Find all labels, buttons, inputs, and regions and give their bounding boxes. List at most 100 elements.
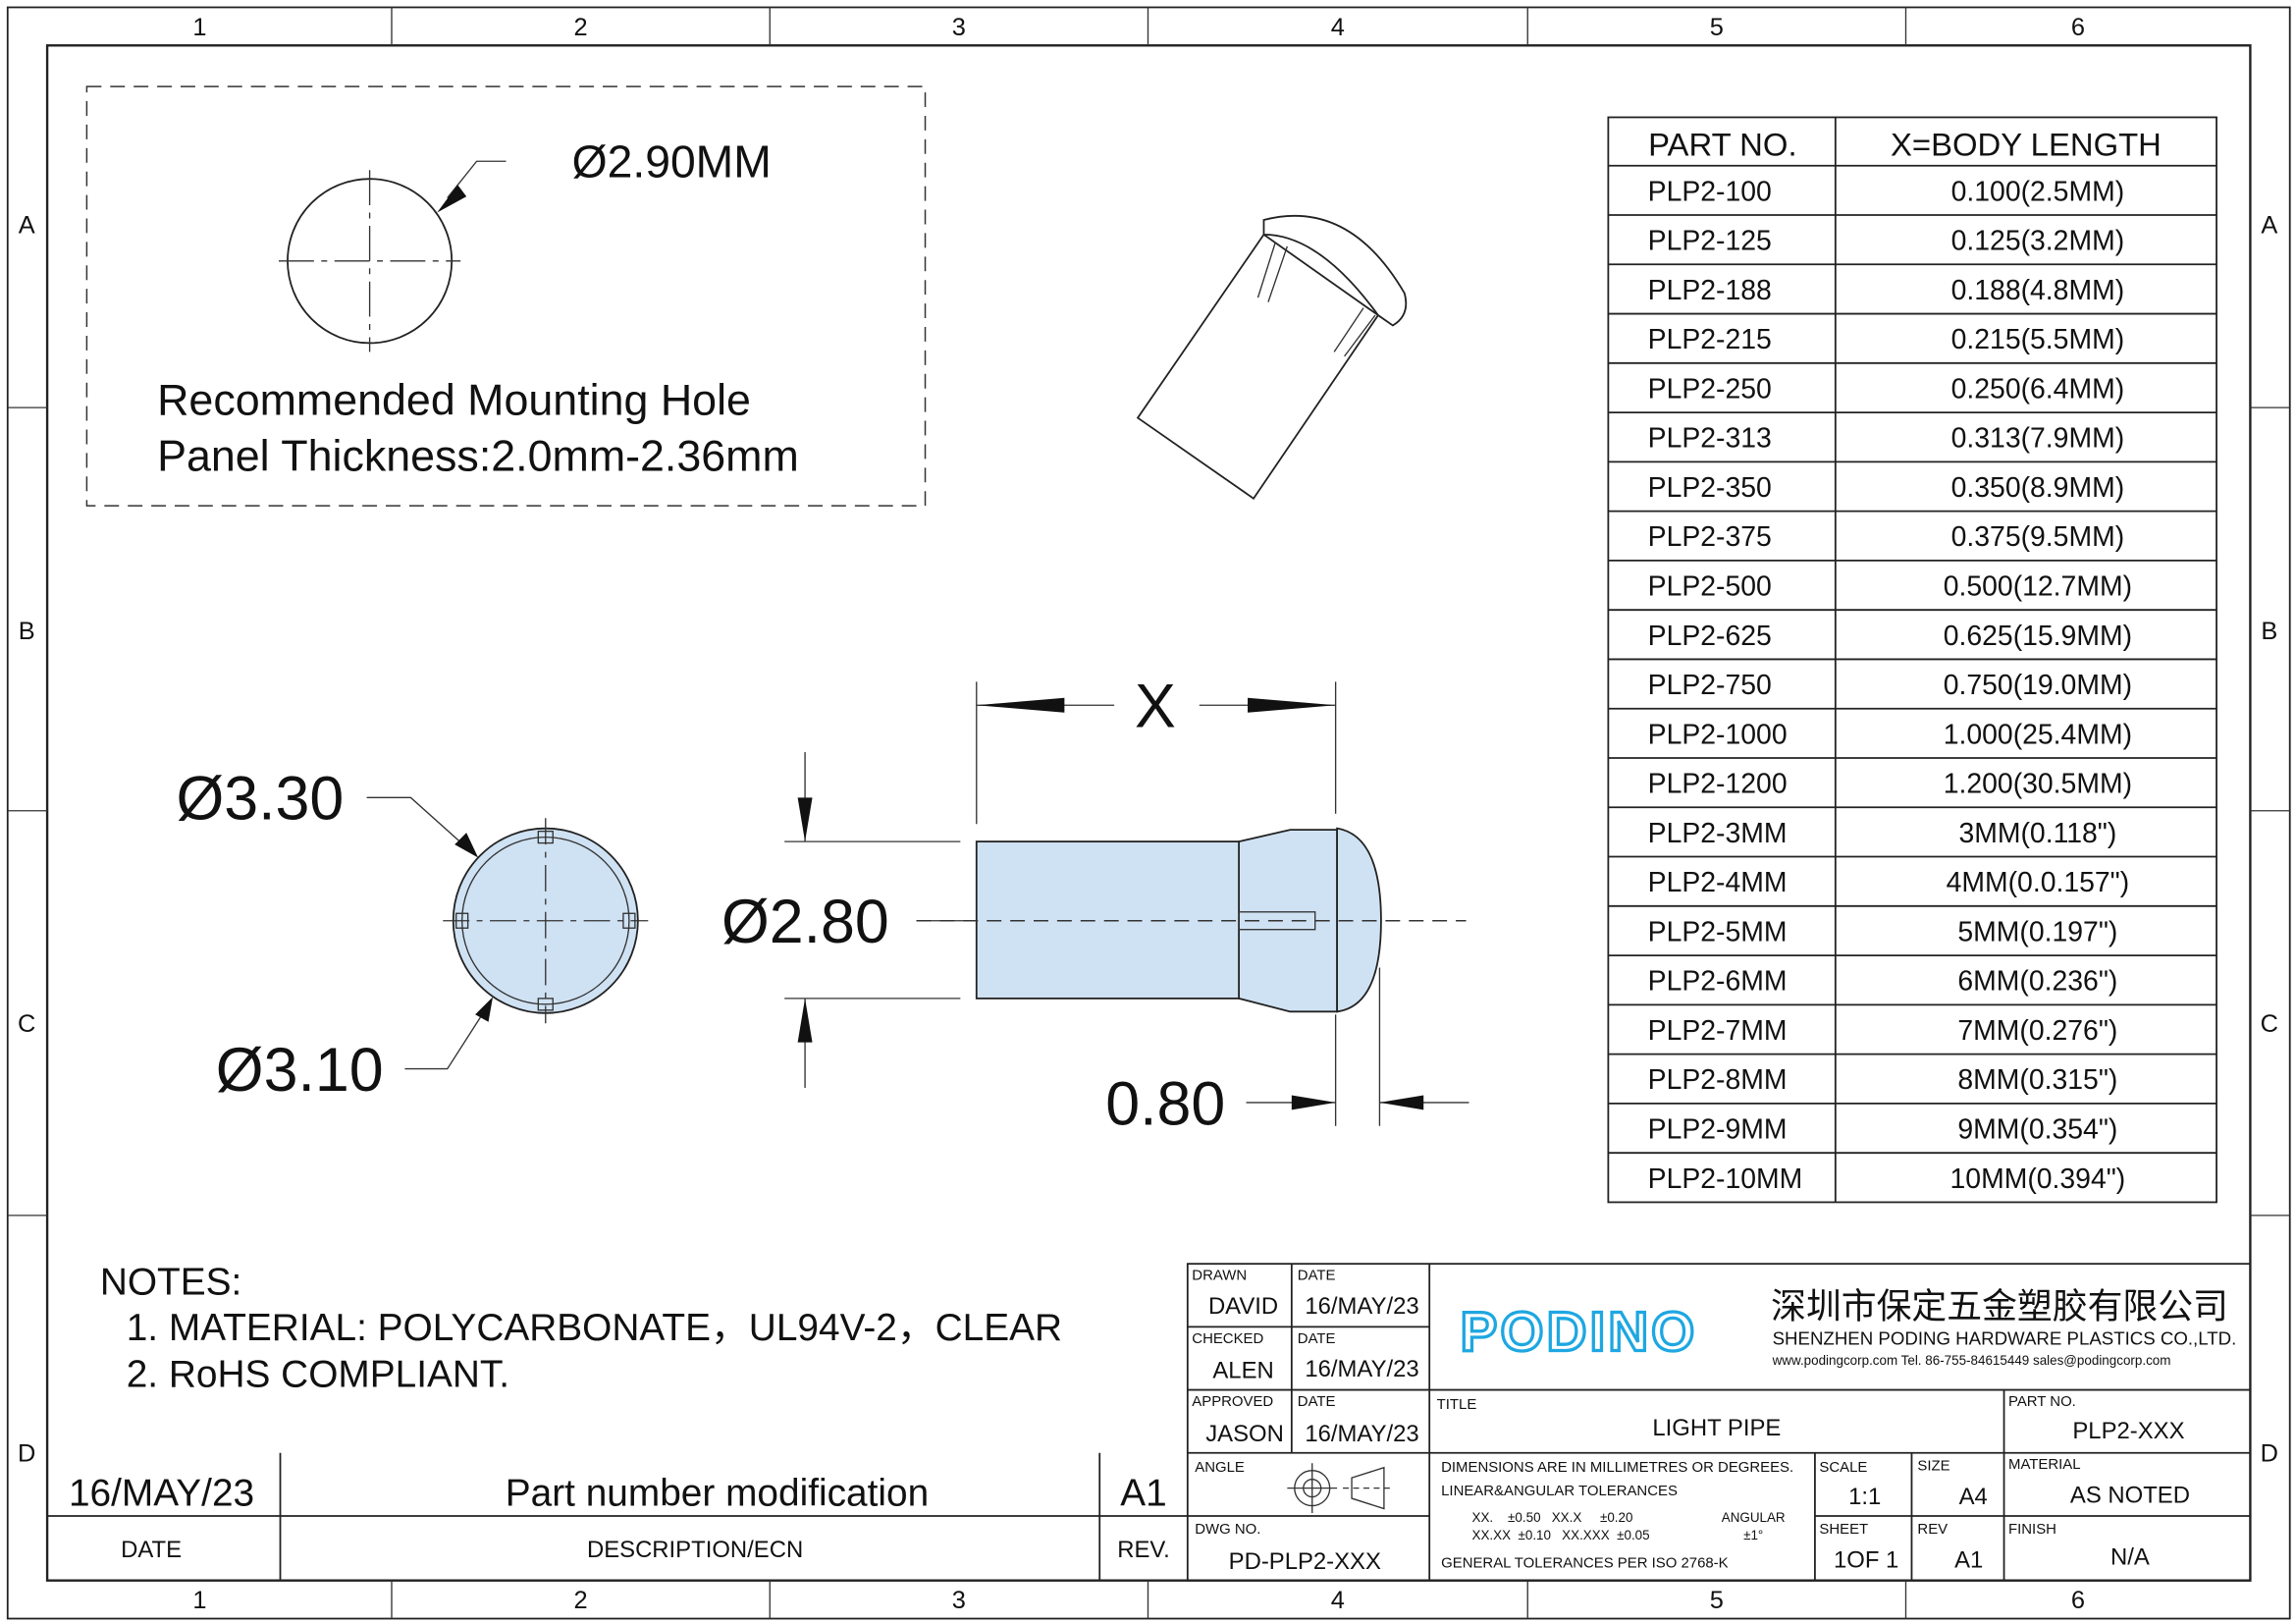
size: A4 [1959,1484,1988,1510]
revision-block: 16/MAY/23 Part number modification A1 DA… [47,1452,1188,1581]
zone-column-label: 2 [574,1587,588,1614]
isometric-view [1136,214,1408,500]
sheet: 1OF 1 [1834,1546,1898,1573]
mounting-hole-detail: Ø2.90MM Recommended Mounting Hole Panel … [85,85,927,507]
side-view: X Ø2.80 0.80 [721,673,1469,1138]
table-row: PLP2-125 0.125(3.2MM) [1608,214,2217,257]
zone-column-label: 6 [2071,1587,2085,1614]
body-length-cell: 0.750(19.0MM) [1944,670,2132,701]
zone-row-label: A [2261,211,2277,239]
body-length-cell: 0.125(3.2MM) [1951,226,2125,257]
zone-column-label: 6 [2071,14,2085,41]
angular-label: ANGULAR [1722,1510,1786,1525]
note-item: 2. RoHS COMPLIANT. [127,1354,509,1396]
body-length-cell: 7MM(0.276") [1957,1015,2117,1047]
revision-description: Part number modification [506,1473,929,1515]
dwg-no: PD-PLP2-XXX [1229,1548,1381,1575]
zone-column-label: 1 [192,14,206,41]
zone-row-label: C [2261,1010,2278,1038]
part-number-cell: PLP2-625 [1648,621,1772,652]
body-length-cell: 0.625(15.9MM) [1944,621,2132,652]
size-label: SIZE [1917,1458,1949,1475]
part-number-cell: PLP2-250 [1648,373,1772,405]
checked-name: ALEN [1212,1358,1273,1384]
body-length-label: X [1135,673,1176,741]
table-header-body-length: X=BODY LENGTH [1891,126,2162,162]
tolerance-row: XX. ±0.50 XX.X ±0.20 [1472,1510,1633,1525]
angular-tolerance: ±1° [1743,1528,1763,1542]
checked-date: 16/MAY/23 [1305,1356,1418,1382]
company-name-cn: 深圳市保定五金塑胶有限公司 [1771,1286,2228,1325]
zone-column-label: 4 [1331,14,1345,41]
zone-row-label: C [18,1010,35,1038]
company-logo: PODINO [1461,1301,1698,1363]
description-header: DESCRIPTION/ECN [587,1537,803,1563]
table-row: PLP2-5MM 5MM(0.197") [1608,904,2217,947]
sheet-label: SHEET [1819,1521,1868,1538]
part-number-cell: PLP2-100 [1648,176,1772,207]
checked-label: CHECKED [1192,1330,1263,1347]
part-number-cell: PLP2-215 [1648,324,1772,355]
table-row: PLP2-4MM 4MM(0.0.157") [1608,855,2217,898]
dwg-no-label: DWG NO. [1195,1521,1260,1538]
part-number-cell: PLP2-188 [1648,275,1772,306]
table-row: PLP2-375 0.375(9.5MM) [1608,510,2217,553]
rev-header: REV. [1117,1537,1170,1563]
part-number-cell: PLP2-1200 [1648,769,1788,800]
date-header: DATE [121,1537,182,1563]
part-number-cell: PLP2-6MM [1648,966,1788,998]
table-row: PLP2-7MM 7MM(0.276") [1608,1003,2217,1047]
tolerance-heading: LINEAR&ANGULAR TOLERANCES [1441,1483,1678,1499]
part-no-label: PART NO. [2008,1393,2076,1410]
zone-row-label: B [19,618,35,645]
drawn-name: DAVID [1208,1293,1278,1320]
angle-label: ANGLE [1195,1459,1245,1476]
part-no: PLP2-XXX [2072,1418,2184,1444]
part-number-cell: PLP2-750 [1648,670,1772,701]
sheet-frame [6,6,2291,1620]
body-length-cell: 5MM(0.197") [1957,916,2117,947]
body-length-cell: 3MM(0.118") [1958,818,2116,849]
zone-column-label: 4 [1331,1587,1345,1614]
rev: A1 [1954,1546,1983,1573]
part-number-cell: PLP2-313 [1648,423,1772,455]
mounting-hole-label: Recommended Mounting Hole [157,376,751,425]
part-number-cell: PLP2-5MM [1648,916,1788,947]
body-diameter-label: Ø2.80 [721,888,889,956]
revision-date: 16/MAY/23 [69,1473,254,1515]
note-item: 1. MATERIAL: POLYCARBONATE，UL94V-2，CLEAR [127,1307,1062,1349]
notes: NOTES: 1. MATERIAL: POLYCARBONATE，UL94V-… [100,1262,1062,1396]
body-length-cell: 4MM(0.0.157") [1947,867,2130,898]
finish-label: FINISH [2008,1521,2056,1538]
body-length-cell: 0.215(5.5MM) [1951,324,2125,355]
table-row: PLP2-625 0.625(15.9MM) [1608,609,2217,652]
part-number-cell: PLP2-375 [1648,521,1772,553]
part-number-cell: PLP2-4MM [1648,867,1788,898]
body-length-cell: 0.375(9.5MM) [1951,521,2125,553]
rev-label: REV [1917,1521,1948,1538]
approved-date-label: DATE [1298,1393,1336,1410]
approved-label: APPROVED [1192,1393,1273,1410]
part-number-cell: PLP2-9MM [1648,1113,1788,1145]
zone-column-label: 3 [952,14,966,41]
approved-name: JASON [1205,1421,1284,1447]
approved-date: 16/MAY/23 [1305,1421,1418,1447]
zone-column-label: 5 [1710,14,1724,41]
part-number-cell: PLP2-125 [1648,226,1772,257]
drawn-date-label: DATE [1298,1268,1336,1284]
inner-diameter-label: Ø3.10 [216,1036,384,1105]
drawn-label: DRAWN [1192,1268,1247,1284]
company-name-en: SHENZHEN PODING HARDWARE PLASTICS CO.,LT… [1773,1327,2237,1348]
part-number-cell: PLP2-7MM [1648,1015,1788,1047]
tolerance-row: XX.XX ±0.10 XX.XXX ±0.05 [1472,1528,1650,1542]
